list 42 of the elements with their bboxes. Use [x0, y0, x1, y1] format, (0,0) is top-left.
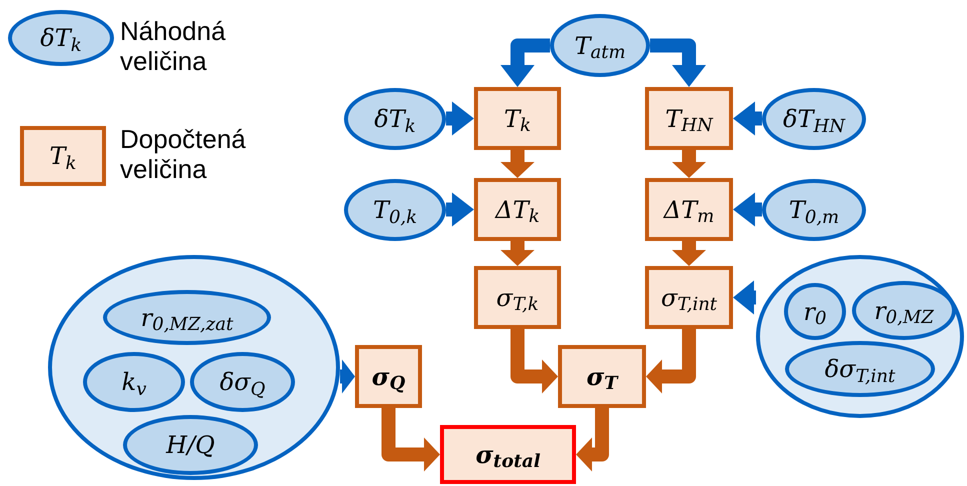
math-symbol: T$_{HN}$ [665, 106, 713, 130]
computed-box [355, 345, 422, 408]
legend-text: Dopočtená veličina [120, 124, 247, 184]
math-symbol: δT$_{k}$ [40, 26, 82, 50]
arrow [733, 102, 762, 136]
math-symbol: σ$_{T}$ [586, 364, 618, 388]
math-symbol: r$_{0}$ [804, 300, 826, 324]
variable-ellipse [852, 281, 956, 340]
computed-box [474, 178, 561, 241]
computed-box [20, 126, 106, 186]
math-symbol: k$_{v}$ [122, 370, 146, 394]
math-symbol: ΔT$_{m}$ [664, 198, 714, 222]
arrow [340, 360, 355, 394]
math-symbol: δT$_{k}$ [374, 107, 416, 131]
computed-box [558, 345, 646, 408]
math-symbol: T$_{atm}$ [574, 34, 626, 58]
math-symbol: T$_{k}$ [50, 144, 76, 168]
arrow [500, 241, 534, 266]
variable-ellipse [784, 283, 846, 340]
computed-box [474, 87, 561, 150]
arrow [733, 192, 762, 226]
arrow [446, 102, 474, 136]
math-symbol: ΔT$_{k}$ [495, 198, 540, 222]
arrow [672, 241, 706, 266]
result-box [440, 425, 576, 484]
arrow [650, 38, 706, 87]
math-symbol: σ$_{total}$ [476, 442, 540, 466]
variable-ellipse [785, 341, 935, 397]
computed-box [645, 266, 733, 329]
arrow [500, 38, 550, 87]
legend-text: Náhodná veličina [120, 16, 227, 76]
arrow [733, 280, 756, 314]
computed-box [645, 178, 733, 241]
math-symbol: T$_{k}$ [504, 106, 531, 130]
arrow [672, 150, 706, 178]
arrow [500, 150, 534, 178]
computed-box [645, 87, 733, 150]
arrow [510, 329, 558, 394]
computed-box [474, 266, 561, 329]
arrow [446, 192, 474, 226]
math-symbol: δT$_{HN}$ [783, 107, 845, 131]
math-symbol: H/Q [166, 433, 215, 457]
